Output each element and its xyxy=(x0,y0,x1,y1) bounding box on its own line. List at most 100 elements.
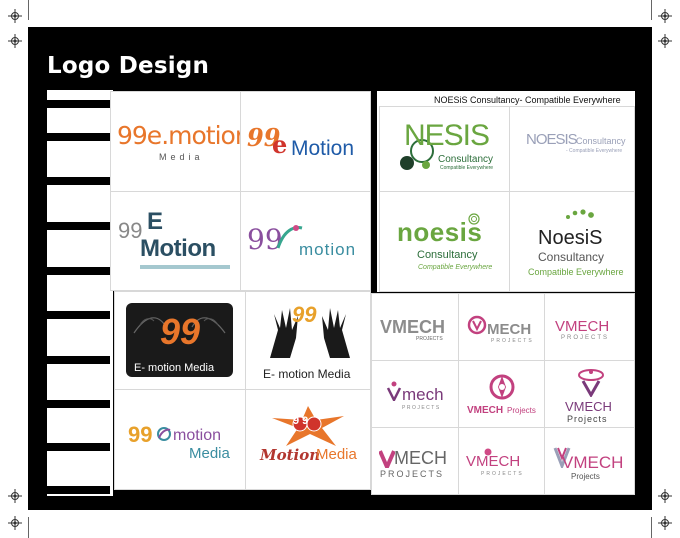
logo-tile-noesis-2: NOESIS Consultancy - Compatible Everywhe… xyxy=(509,106,635,192)
strip-bar xyxy=(47,486,110,494)
logo-word: VMECH xyxy=(467,405,504,416)
logo-tagline: Media xyxy=(159,152,204,162)
logo-tag: - Compatible Everywhere xyxy=(566,148,623,154)
logo-tile-vmech-5: VMECH Projects xyxy=(458,360,545,428)
logo-word: NOESIS xyxy=(526,131,578,148)
logo-tile-emotion-7: 99 motion Media xyxy=(114,389,246,490)
logo-tile-emotion-4: 99 motion xyxy=(240,191,371,291)
logo-tile-vmech-2: MECH PROJECTS xyxy=(458,293,545,361)
crown-icon xyxy=(575,367,607,402)
v-block-icon xyxy=(378,450,396,473)
logo-word: Motion xyxy=(291,137,355,160)
logo-word: MECH xyxy=(487,321,532,338)
strip-bar xyxy=(47,133,110,141)
logo-caption: E- motion Media xyxy=(134,362,215,374)
logo-sub: Consultancy xyxy=(438,154,494,165)
strip-bar xyxy=(47,177,110,185)
strip-bar xyxy=(47,311,110,319)
logo-word: noesis xyxy=(397,217,483,247)
logo-caption: E- motion Media xyxy=(263,367,351,381)
pinwheel-icon xyxy=(489,374,515,405)
v-accent-icon xyxy=(553,446,571,473)
trim-line-top-left xyxy=(28,0,29,20)
accent-bar xyxy=(140,265,230,269)
logo-word: NESIS xyxy=(404,119,490,152)
logo-number: 99 xyxy=(247,123,281,152)
logo-tile-emotion-3: 99 E Motion xyxy=(110,191,241,291)
logo-tag: Compatible Everywhere xyxy=(418,264,493,271)
logo-tile-vmech-3: VMECH PROJECTS xyxy=(544,293,635,361)
logo-sub: PROJECTS xyxy=(380,469,445,479)
logo-tile-noesis-3: noesis Consultancy Compatible Everywhere xyxy=(379,191,510,292)
hands-badge: 99 E- motion Media xyxy=(126,303,233,377)
dots-icon xyxy=(564,208,594,227)
logo-tile-emotion-2: 99 e Motion xyxy=(240,91,371,192)
logo-tile-emotion-1: 99e.motion Media xyxy=(110,91,241,192)
film-strip xyxy=(47,90,113,496)
v-circle-icon xyxy=(467,315,487,340)
logo-tile-vmech-6: VMECH Projects xyxy=(544,360,635,428)
logo-tile-noesis-4: NoesiS Consultancy Compatible Everywhere xyxy=(509,191,635,292)
swoosh-icon xyxy=(156,426,172,447)
logo-sub: Projects xyxy=(567,414,608,424)
logo-line2: Media xyxy=(189,445,230,462)
spiral-icon xyxy=(468,212,480,230)
logo-word-1: Motion xyxy=(260,446,321,464)
logo-number: 99 xyxy=(118,218,143,243)
logo-tile-vmech-1: VMECH PROJECTS xyxy=(371,293,459,361)
logo-sub: PROJECTS xyxy=(481,471,524,477)
logo-sub: Consultancy xyxy=(576,136,626,146)
logo-number: 99 xyxy=(160,311,201,352)
logo-word: mech xyxy=(402,385,444,404)
logo-line1: E xyxy=(147,208,164,235)
logo-number: 99 xyxy=(292,302,317,327)
registration-mark-top-left xyxy=(8,9,22,23)
logo-sub: Projects xyxy=(507,406,536,415)
strip-bar xyxy=(47,222,110,230)
star-icon xyxy=(270,406,346,453)
logo-word: motion xyxy=(299,240,357,259)
logo-tile-noesis-1: NESIS Consultancy Compatible Everywhere xyxy=(379,106,510,192)
logo-word: VMECH xyxy=(565,399,612,414)
logo-tile-vmech-8: VMECH PROJECTS xyxy=(458,427,545,495)
logo-word: VMECH xyxy=(562,453,624,472)
logo-sub: Projects xyxy=(571,472,600,481)
trim-line-bottom-left xyxy=(28,517,29,538)
registration-mark-top-right xyxy=(658,9,672,23)
circles-icon xyxy=(396,137,436,178)
trim-line-top-right xyxy=(651,0,652,20)
logo-tile-vmech-4: mech PROJECTS xyxy=(371,360,459,428)
logo-sub: PROJECTS xyxy=(491,338,534,344)
page-title: Logo Design xyxy=(47,53,210,79)
logo-sub: Consultancy xyxy=(417,249,478,261)
registration-mark-left-bottom xyxy=(8,489,22,503)
logo-tile-emotion-5: 99 E- motion Media xyxy=(114,291,246,390)
noesis-group-caption: NOESiS Consultancy- Compatible Everywher… xyxy=(434,95,621,105)
v-star-icon xyxy=(483,444,493,462)
logo-sub: PROJECTS xyxy=(561,335,610,341)
logo-tile-vmech-9: VMECH Projects xyxy=(544,427,635,495)
logo-line2: Motion xyxy=(140,235,216,262)
logo-word: VMECH xyxy=(380,317,446,337)
strip-bar xyxy=(47,400,110,408)
logo-number: 99 xyxy=(247,223,283,256)
logo-tile-vmech-7: MECH PROJECTS xyxy=(371,427,459,495)
hands-icon xyxy=(264,300,356,365)
logo-tile-emotion-6: 99 E- motion Media xyxy=(245,291,371,390)
logo-word: NoesiS xyxy=(538,227,603,249)
logo-word: VMECH xyxy=(555,318,610,335)
logo-word: motion xyxy=(173,427,222,444)
figure-icon xyxy=(386,381,402,406)
logo-tile-emotion-8: 99 Motion Media xyxy=(245,389,371,490)
registration-mark-bottom-right xyxy=(658,516,672,530)
logo-word: VMECH xyxy=(466,453,521,470)
registration-mark-right-bottom xyxy=(658,489,672,503)
trim-line-bottom-right xyxy=(651,517,652,538)
logo-word-2: Media xyxy=(316,446,357,463)
logo-number: 99 xyxy=(293,415,312,427)
logo-sub: PROJECTS xyxy=(402,405,441,411)
registration-mark-left-top xyxy=(8,34,22,48)
logo-number: 99 xyxy=(128,422,153,447)
logo-wordmark: 99e.motion xyxy=(117,121,241,150)
strip-bar xyxy=(47,356,110,364)
